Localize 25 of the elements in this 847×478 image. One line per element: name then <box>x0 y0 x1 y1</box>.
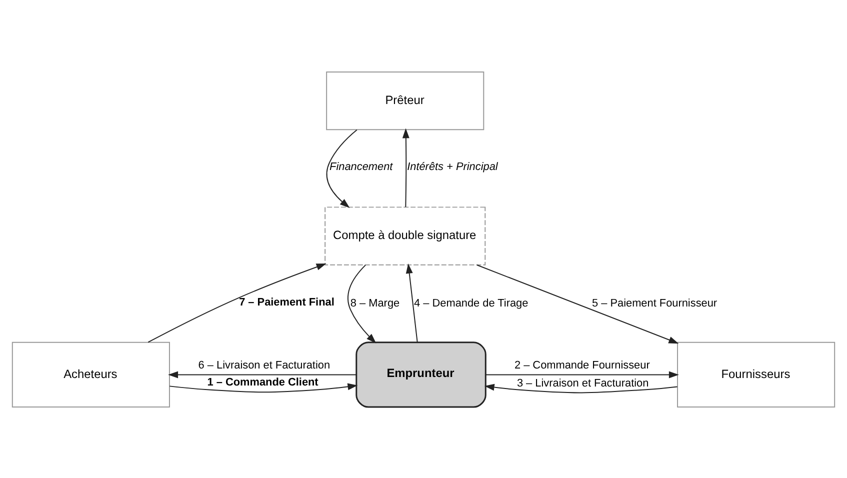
edge-label: Financement <box>330 160 393 173</box>
edge-label: 3 – Livraison et Facturation <box>516 376 649 389</box>
arrow <box>148 263 326 342</box>
arrow <box>406 263 418 342</box>
arrow <box>169 382 358 392</box>
edge-label: 4 – Demande de Tirage <box>414 296 528 309</box>
arrow <box>347 264 376 343</box>
edge-label: 7 – Paiement Final <box>239 296 334 308</box>
edge-label: Intérêts + Principal <box>407 160 498 173</box>
edge-label: 5 – Paiement Fournisseur <box>592 296 718 309</box>
node-box: Prêteur <box>326 70 484 130</box>
arrow <box>486 370 679 378</box>
arrow <box>484 383 678 393</box>
edge-label: 6 – Livraison et Facturation <box>198 359 330 372</box>
arrow <box>168 370 357 378</box>
node-box: Acheteurs <box>12 341 170 408</box>
edge-label: 2 – Commande Fournisseur <box>514 359 650 372</box>
arrow <box>476 264 679 344</box>
arrow <box>402 128 410 207</box>
node-box: Fournisseurs <box>677 341 836 408</box>
edge-label: 1 – Commande Client <box>207 376 318 388</box>
edge-label: 8 – Marge <box>350 296 400 309</box>
arrow <box>326 128 358 208</box>
node-box: Compte à double signature <box>324 206 486 265</box>
node-box: Emprunteur <box>356 341 486 408</box>
